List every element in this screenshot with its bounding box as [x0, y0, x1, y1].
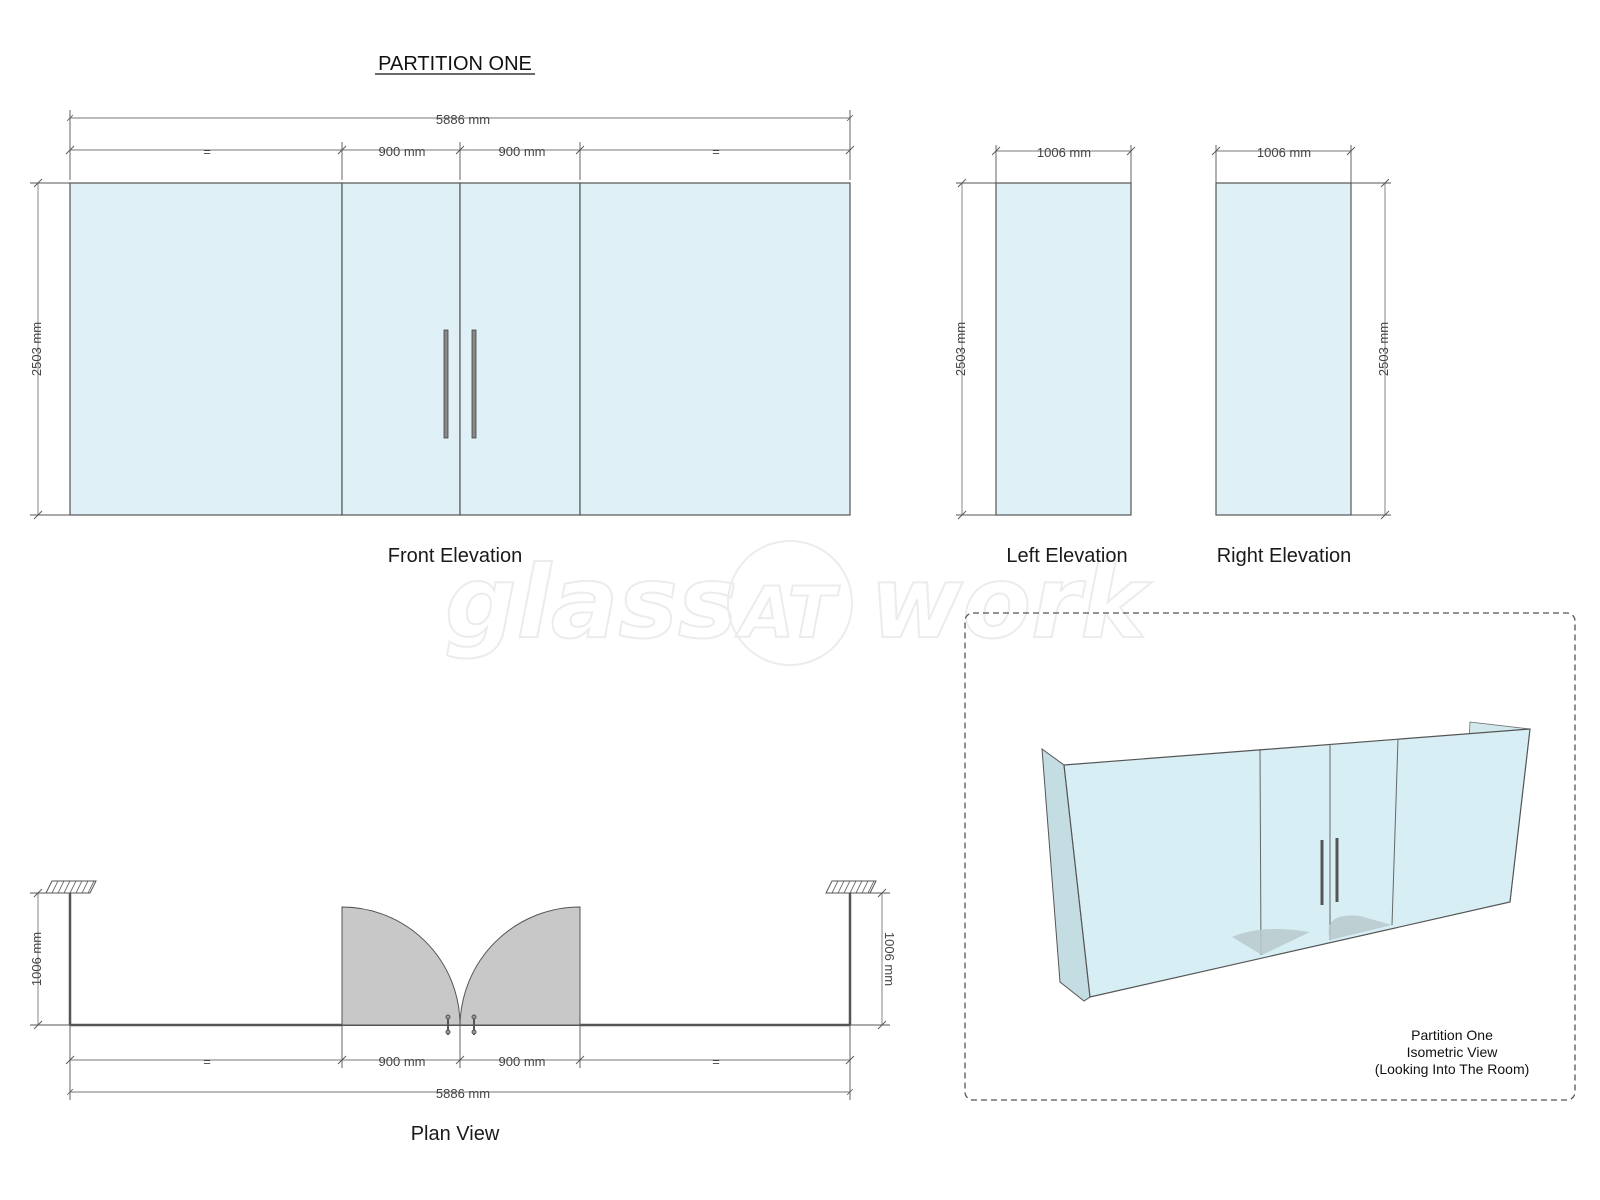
- left-height: 2503 mm: [953, 322, 968, 376]
- iso-caption-2: Isometric View: [1407, 1044, 1499, 1060]
- isometric-view: Partition One Isometric View (Looking In…: [964, 612, 1576, 1101]
- iso-front-glass: [1063, 728, 1531, 998]
- plan-return-right-dim: 1006 mm: [882, 932, 897, 986]
- door-leaf-left: [341, 182, 461, 516]
- right-return-panel: [1215, 182, 1352, 516]
- door-handle-right: [471, 329, 477, 439]
- left-return-panel: [995, 182, 1132, 516]
- left-elevation-label: Left Elevation: [1006, 545, 1127, 567]
- plan-overall-width: 5886 mm: [436, 1086, 490, 1101]
- front-elevation: 5886 mm = 900 mm 900 mm = 2503 mm Front …: [29, 110, 855, 567]
- iso-return-left: [1041, 747, 1091, 1002]
- iso-mullion-1: [1259, 748, 1262, 956]
- plan-seg-1: =: [203, 1054, 211, 1069]
- iso-caption-1: Partition One: [1411, 1027, 1493, 1043]
- iso-caption-3: (Looking Into The Room): [1375, 1061, 1530, 1077]
- fixed-panel-left: [69, 182, 343, 516]
- left-elevation: 1006 mm 2503 mm Left Elevation: [953, 145, 1136, 567]
- fixed-panel-right: [579, 182, 851, 516]
- right-height: 2503 mm: [1376, 322, 1391, 376]
- iso-swing-left: [1232, 928, 1310, 955]
- plan-handles: [445, 1014, 477, 1035]
- front-overall-width: 5886 mm: [436, 112, 490, 127]
- plan-seg-4: =: [712, 1054, 720, 1069]
- front-elevation-label: Front Elevation: [388, 545, 523, 567]
- front-seg-4: =: [712, 144, 720, 159]
- door-swing-left: [341, 906, 461, 1026]
- front-seg-1: =: [203, 144, 211, 159]
- svg-text:glass: glass: [445, 544, 737, 661]
- door-handle-left: [443, 329, 449, 439]
- plan-view-label: Plan View: [411, 1123, 500, 1145]
- plan-seg-2: 900 mm: [379, 1054, 426, 1069]
- front-seg-2: 900 mm: [379, 144, 426, 159]
- right-width: 1006 mm: [1257, 145, 1311, 160]
- door-leaf-right: [459, 182, 581, 516]
- iso-swing-right: [1328, 915, 1392, 940]
- wall-hatch-left: [45, 880, 97, 894]
- front-height: 2503 mm: [29, 322, 44, 376]
- plan-seg-3: 900 mm: [499, 1054, 546, 1069]
- watermark: glass AT work: [444, 540, 1153, 666]
- isometric-frame: [964, 612, 1576, 1101]
- wall-hatch-right: [825, 880, 877, 894]
- front-seg-3: 900 mm: [499, 144, 546, 159]
- right-elevation-label: Right Elevation: [1217, 545, 1352, 567]
- iso-mullion-3: [1391, 738, 1399, 926]
- plan-return-left-dim: 1006 mm: [29, 932, 44, 986]
- plan-view: 1006 mm 1006 mm = 900 mm 900 mm = 5886 m…: [29, 880, 897, 1145]
- page-title: PARTITION ONE: [378, 53, 532, 75]
- right-elevation: 1006 mm 2503 mm Right Elevation: [1211, 145, 1391, 567]
- door-swing-right: [459, 906, 581, 1026]
- svg-text:AT: AT: [735, 572, 840, 654]
- left-width: 1006 mm: [1037, 145, 1091, 160]
- svg-text:work: work: [870, 544, 1152, 661]
